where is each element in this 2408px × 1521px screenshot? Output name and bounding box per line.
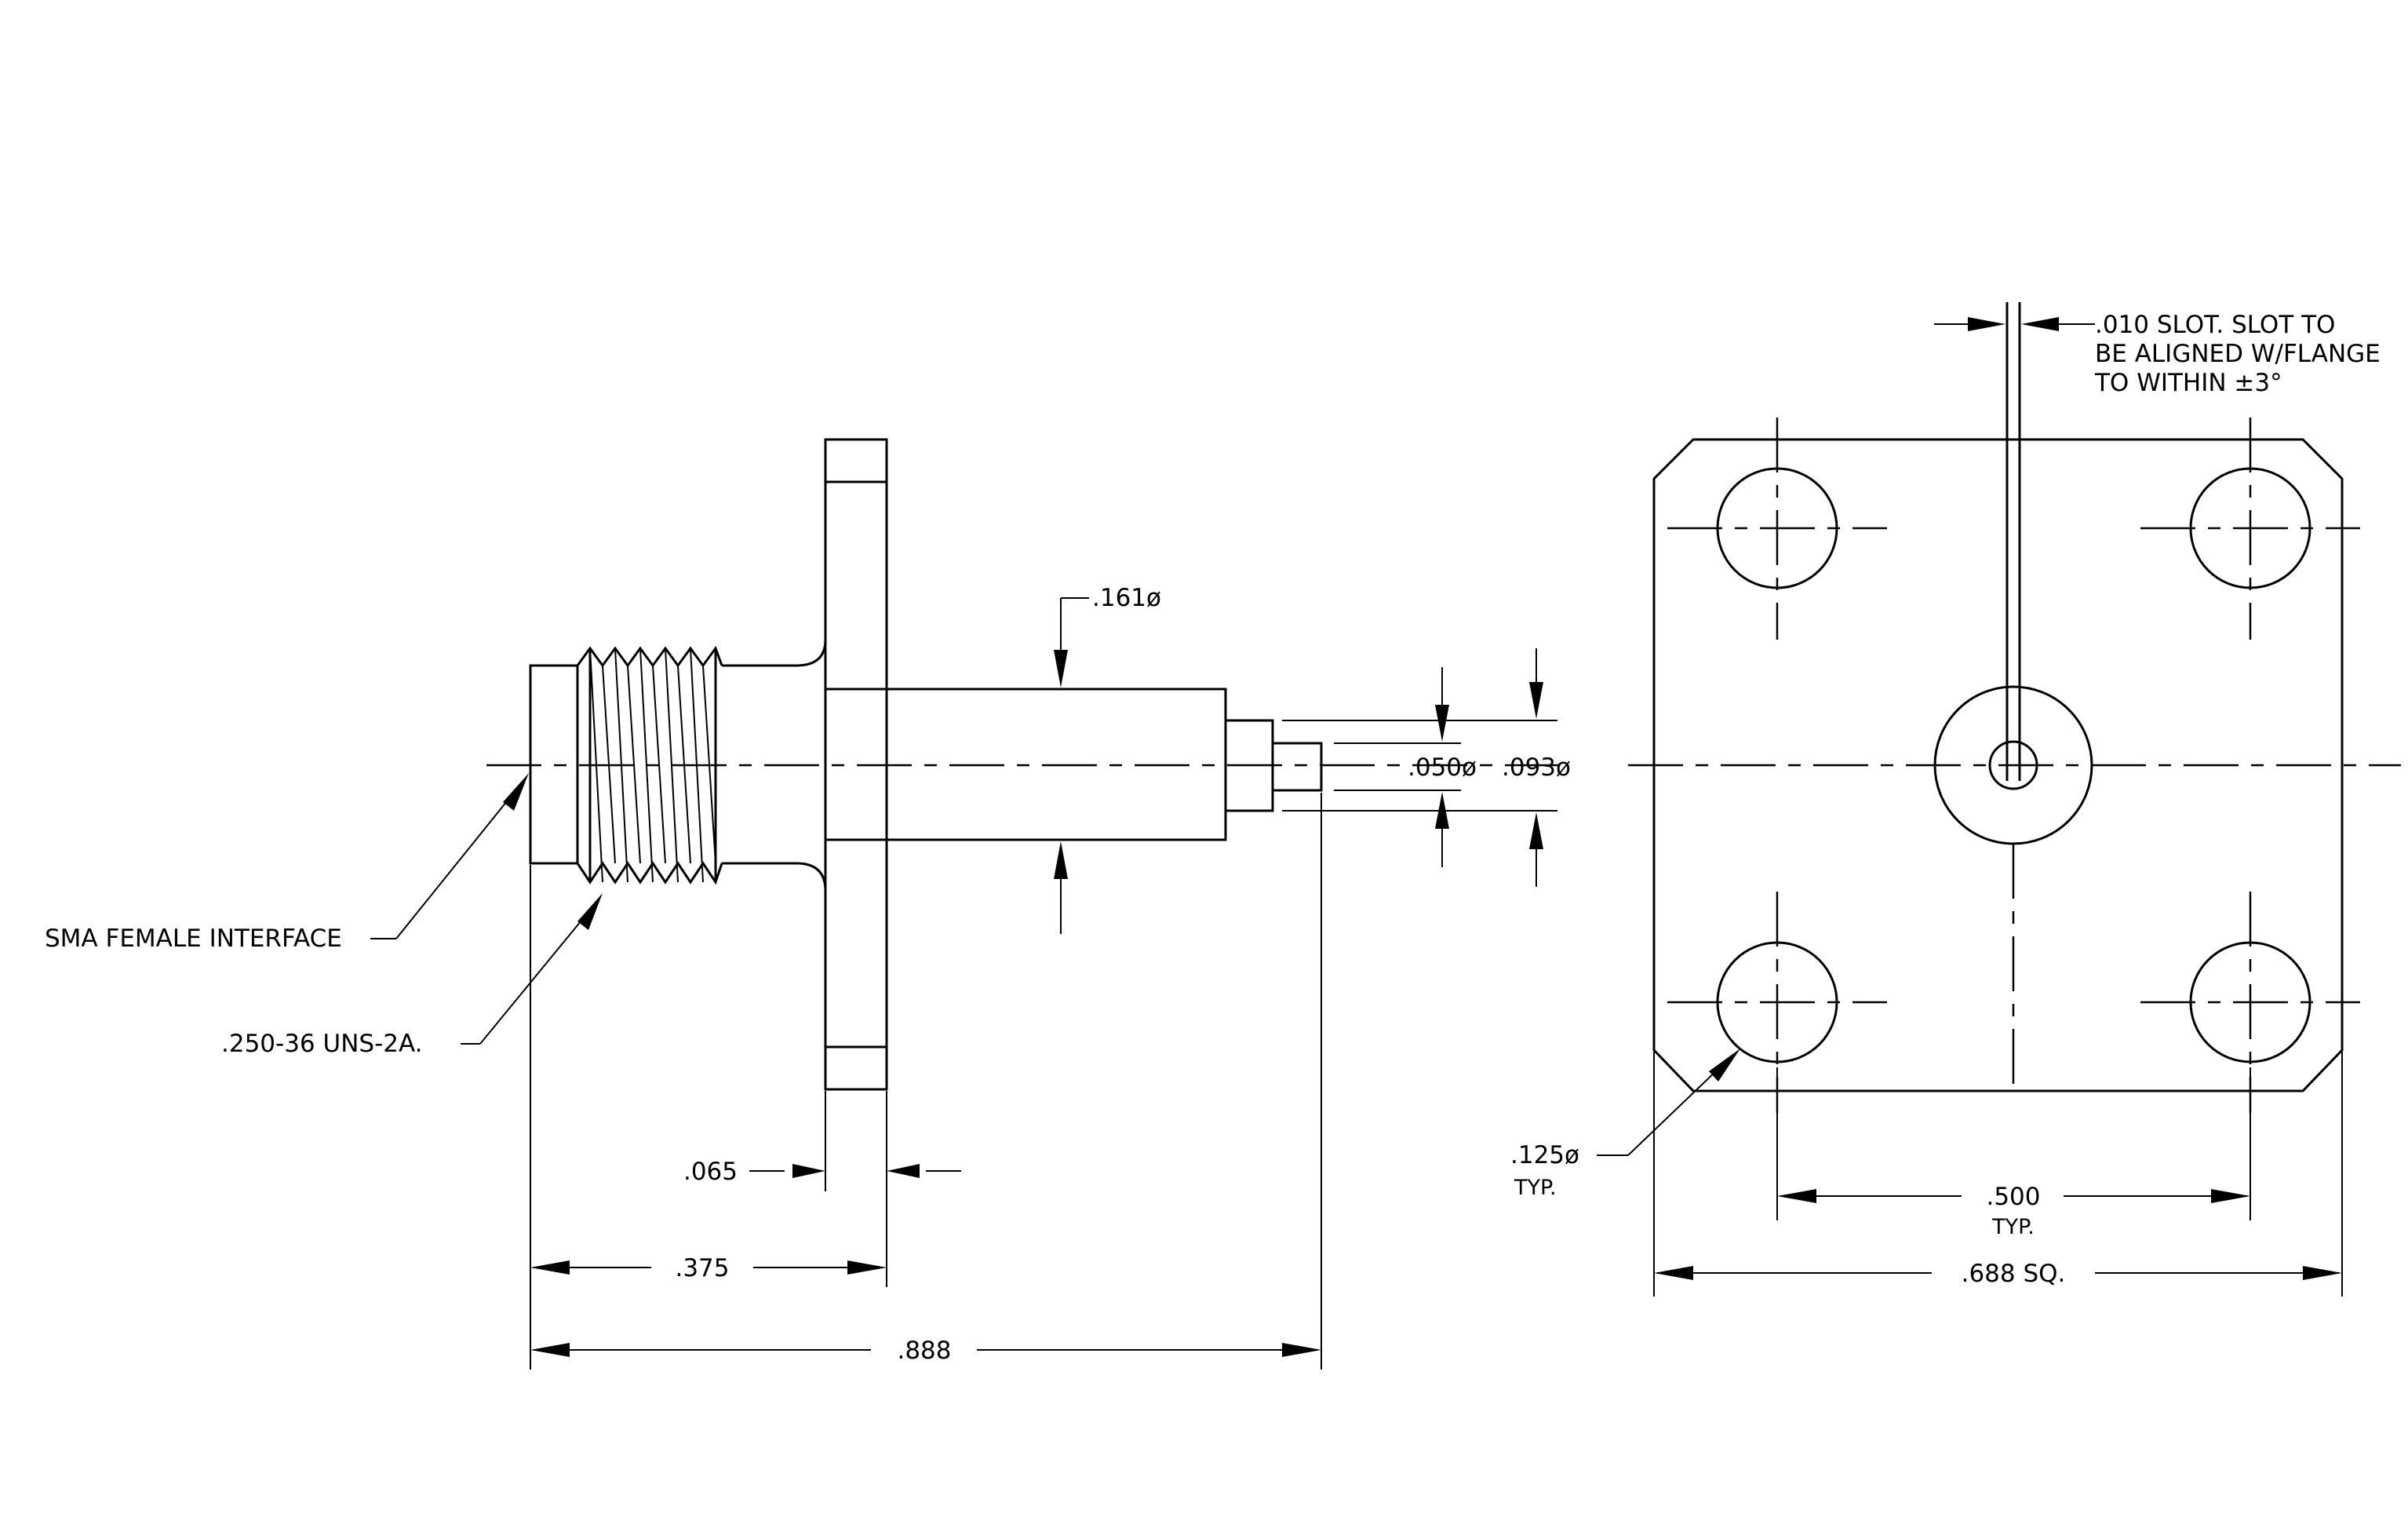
dim-050-label: .050ø: [1408, 753, 1477, 782]
center-pin: [1271, 742, 1323, 792]
side-view: [486, 438, 1565, 1091]
flange: [824, 438, 888, 1091]
sma-interface-label: SMA FEMALE INTERFACE: [45, 925, 342, 953]
center-pin-circle: [1988, 740, 2038, 790]
slot-note-line1: .010 SLOT. SLOT TO: [2095, 311, 2335, 339]
flange-outline: [1652, 438, 2344, 1092]
slot-note-line2: BE ALIGNED W/FLANGE: [2095, 340, 2381, 368]
mounting-hole: [2140, 892, 2360, 1113]
threaded-section: [576, 645, 723, 885]
mounting-hole: [2140, 418, 2360, 640]
dim-375-label: .375: [675, 1254, 729, 1282]
dim-161-label: .161ø: [1092, 584, 1161, 612]
dim-888-label: .888: [897, 1337, 951, 1365]
center-body-circle: [1933, 685, 2093, 845]
dim-688-label: .688 SQ.: [1962, 1260, 2066, 1288]
slot-note-line3: TO WITHIN ±3°: [2094, 369, 2282, 397]
hole-dia-label: .125ø: [1510, 1141, 1579, 1169]
hole-typ-label: TYP.: [1514, 1176, 1557, 1200]
side-view-dimensions: .065 .375 .888 .161ø .050ø: [45, 584, 1571, 1370]
front-view: [1628, 302, 2401, 1113]
thread-label: .250-36 UNS-2A.: [221, 1030, 423, 1058]
front-view-dimensions: .010 SLOT. SLOT TO BE ALIGNED W/FLANGE T…: [1510, 311, 2381, 1297]
dim-500-typ-label: TYP.: [1991, 1215, 2035, 1239]
mounting-hole: [1667, 418, 1887, 640]
dim-500-label: .500: [1986, 1183, 2040, 1211]
mounting-hole: [1667, 892, 1887, 1113]
dim-065-label: .065: [683, 1158, 738, 1186]
dim-093-label: .093ø: [1502, 753, 1571, 782]
